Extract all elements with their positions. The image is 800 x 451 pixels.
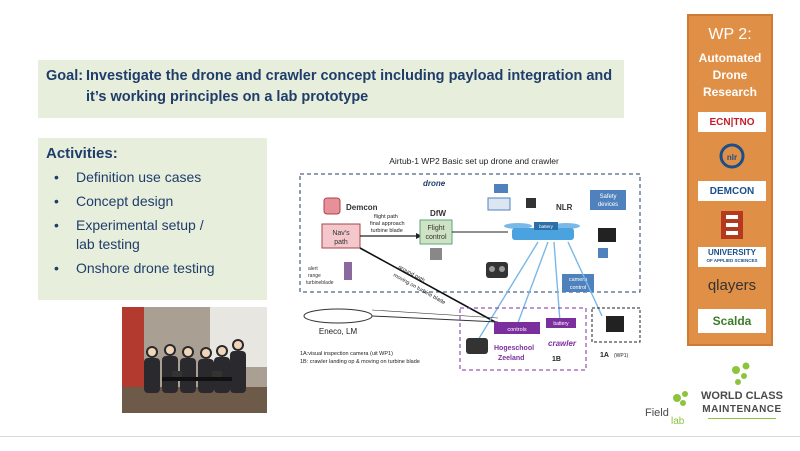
camera-1a-icon <box>606 316 624 332</box>
wp2-subtitle: Automated Drone Research <box>689 50 771 101</box>
safety-devices-line1: Safety <box>599 194 616 200</box>
wp2-sub-line3: Research <box>702 85 758 99</box>
svg-text:nlr: nlr <box>727 153 737 162</box>
diagram-title: Airtub-1 WP2 Basic set up drone and craw… <box>389 156 559 166</box>
alert-device-icon <box>344 262 352 280</box>
footer-divider <box>0 436 800 437</box>
fpv-camera-icon <box>598 228 616 242</box>
crawler-label: crawler <box>548 339 577 348</box>
crawler-controls-box <box>494 322 540 334</box>
flight-control-line2: control <box>425 234 446 241</box>
activity-item-continuation: lab testing <box>76 236 140 252</box>
activity-item: Definition use cases <box>54 168 215 187</box>
drone-crawler-diagram: Airtub-1 WP2 Basic set up drone and craw… <box>299 156 641 371</box>
crawler-remote-icon <box>466 338 488 354</box>
nlr-label: NLR <box>556 203 573 212</box>
fieldlab-logo: Field lab <box>641 388 695 428</box>
note-1b: 1B: crawler landing op & moving on turbi… <box>300 359 420 365</box>
wcm-text-line1: WORLD CLASS <box>701 390 783 402</box>
goal-text-line1: Investigate the drone and crawler concep… <box>86 68 613 84</box>
label-wp1: (WP1) <box>614 353 629 359</box>
goal-box: Goal: Investigate the drone and crawler … <box>38 60 624 118</box>
crawler-controls-label: controls <box>507 327 527 333</box>
navs-path-line2: path <box>334 239 348 246</box>
drone-label: drone <box>423 179 446 188</box>
height-sensor-icon <box>598 248 608 258</box>
label-1b: 1B <box>552 356 561 363</box>
demcon-logo: DEMCON <box>698 181 766 201</box>
sensor-box <box>487 197 511 211</box>
activities-list: Definition use cases Concept design Expe… <box>54 168 215 283</box>
safety-devices-line2: devices <box>598 202 618 208</box>
remote-controller-icon <box>486 262 508 278</box>
camera-control-box <box>562 274 594 292</box>
battery-label: battery <box>539 224 554 229</box>
activities-box: Activities: Definition use cases Concept… <box>38 138 267 300</box>
flight-control-line1: Flight <box>427 225 444 232</box>
demcon-db-icon <box>323 197 341 215</box>
label-1a: 1A <box>600 352 609 359</box>
goal-label: Goal: <box>46 68 84 84</box>
flight-path-line3: turbine blade <box>371 228 403 234</box>
svg-text:lab: lab <box>671 416 685 427</box>
crawler-battery-label: battery <box>553 321 569 327</box>
camera-control-line1: camera <box>569 277 588 283</box>
alert-line1: alert <box>308 266 318 272</box>
world-class-maintenance-logo: WORLD CLASS MAINTENANCE <box>700 360 784 430</box>
dfw-logo <box>698 208 766 242</box>
hogeschool-line2: Zeeland <box>498 355 524 362</box>
wcm-underline <box>708 418 776 419</box>
drone-region <box>299 173 641 293</box>
team-photo <box>122 307 267 413</box>
sensor-icon <box>430 248 442 260</box>
navs-path-line1: Nav's <box>332 230 350 237</box>
camera-small-icon <box>526 198 536 208</box>
gps-icon <box>494 184 508 193</box>
drone-icon: battery <box>504 222 580 240</box>
navs-path-box <box>321 223 361 249</box>
eneco-label: Eneco, LM <box>319 327 358 336</box>
demcon-label: Demcon <box>346 203 378 212</box>
flight-path-line2: final approach <box>370 221 405 227</box>
activity-item: Experimental setup / <box>54 216 215 235</box>
hogeschool-line1: Hogeschool <box>494 345 534 352</box>
wp2-sub-line1: Automated <box>698 51 762 65</box>
svg-text:Field: Field <box>645 407 669 419</box>
turbine-blade-icon <box>303 308 499 324</box>
dfw-label: DfW <box>430 209 446 218</box>
nlr-logo: nlr <box>698 142 766 170</box>
ecn-tno-logo: ECN|TNO <box>698 112 766 132</box>
flight-path-line1: flight path <box>374 214 398 220</box>
qlayers-logo: qlayers <box>707 276 757 294</box>
hz-university-logo: UNIVERSITY OF APPLIED SCIENCES <box>698 247 766 267</box>
wcm-text-line2: MAINTENANCE <box>702 404 782 415</box>
scalda-logo: Scalda <box>698 309 766 333</box>
wp2-title: WP 2: <box>708 26 752 43</box>
safety-devices-box <box>590 190 626 210</box>
wp2-sub-line2: Drone <box>712 68 748 82</box>
wp2-panel: WP 2: Automated Drone Research ECN|TNO n… <box>687 14 773 346</box>
camera-1a-region <box>591 307 641 343</box>
alert-line2: range <box>308 273 321 279</box>
crawler-battery-box <box>546 318 576 328</box>
activities-title: Activities: <box>46 145 118 162</box>
note-1a: 1A:visual inspection camera (uit WP1) <box>300 351 393 357</box>
alert-line3: turbineblade <box>306 280 334 286</box>
camera-control-line2: control <box>570 285 587 291</box>
activity-item: Onshore drone testing <box>54 259 214 278</box>
goal-text-line2: it’s working principles on a lab prototy… <box>86 89 369 105</box>
activity-item: Concept design <box>54 192 215 211</box>
crawler-region <box>459 307 587 371</box>
